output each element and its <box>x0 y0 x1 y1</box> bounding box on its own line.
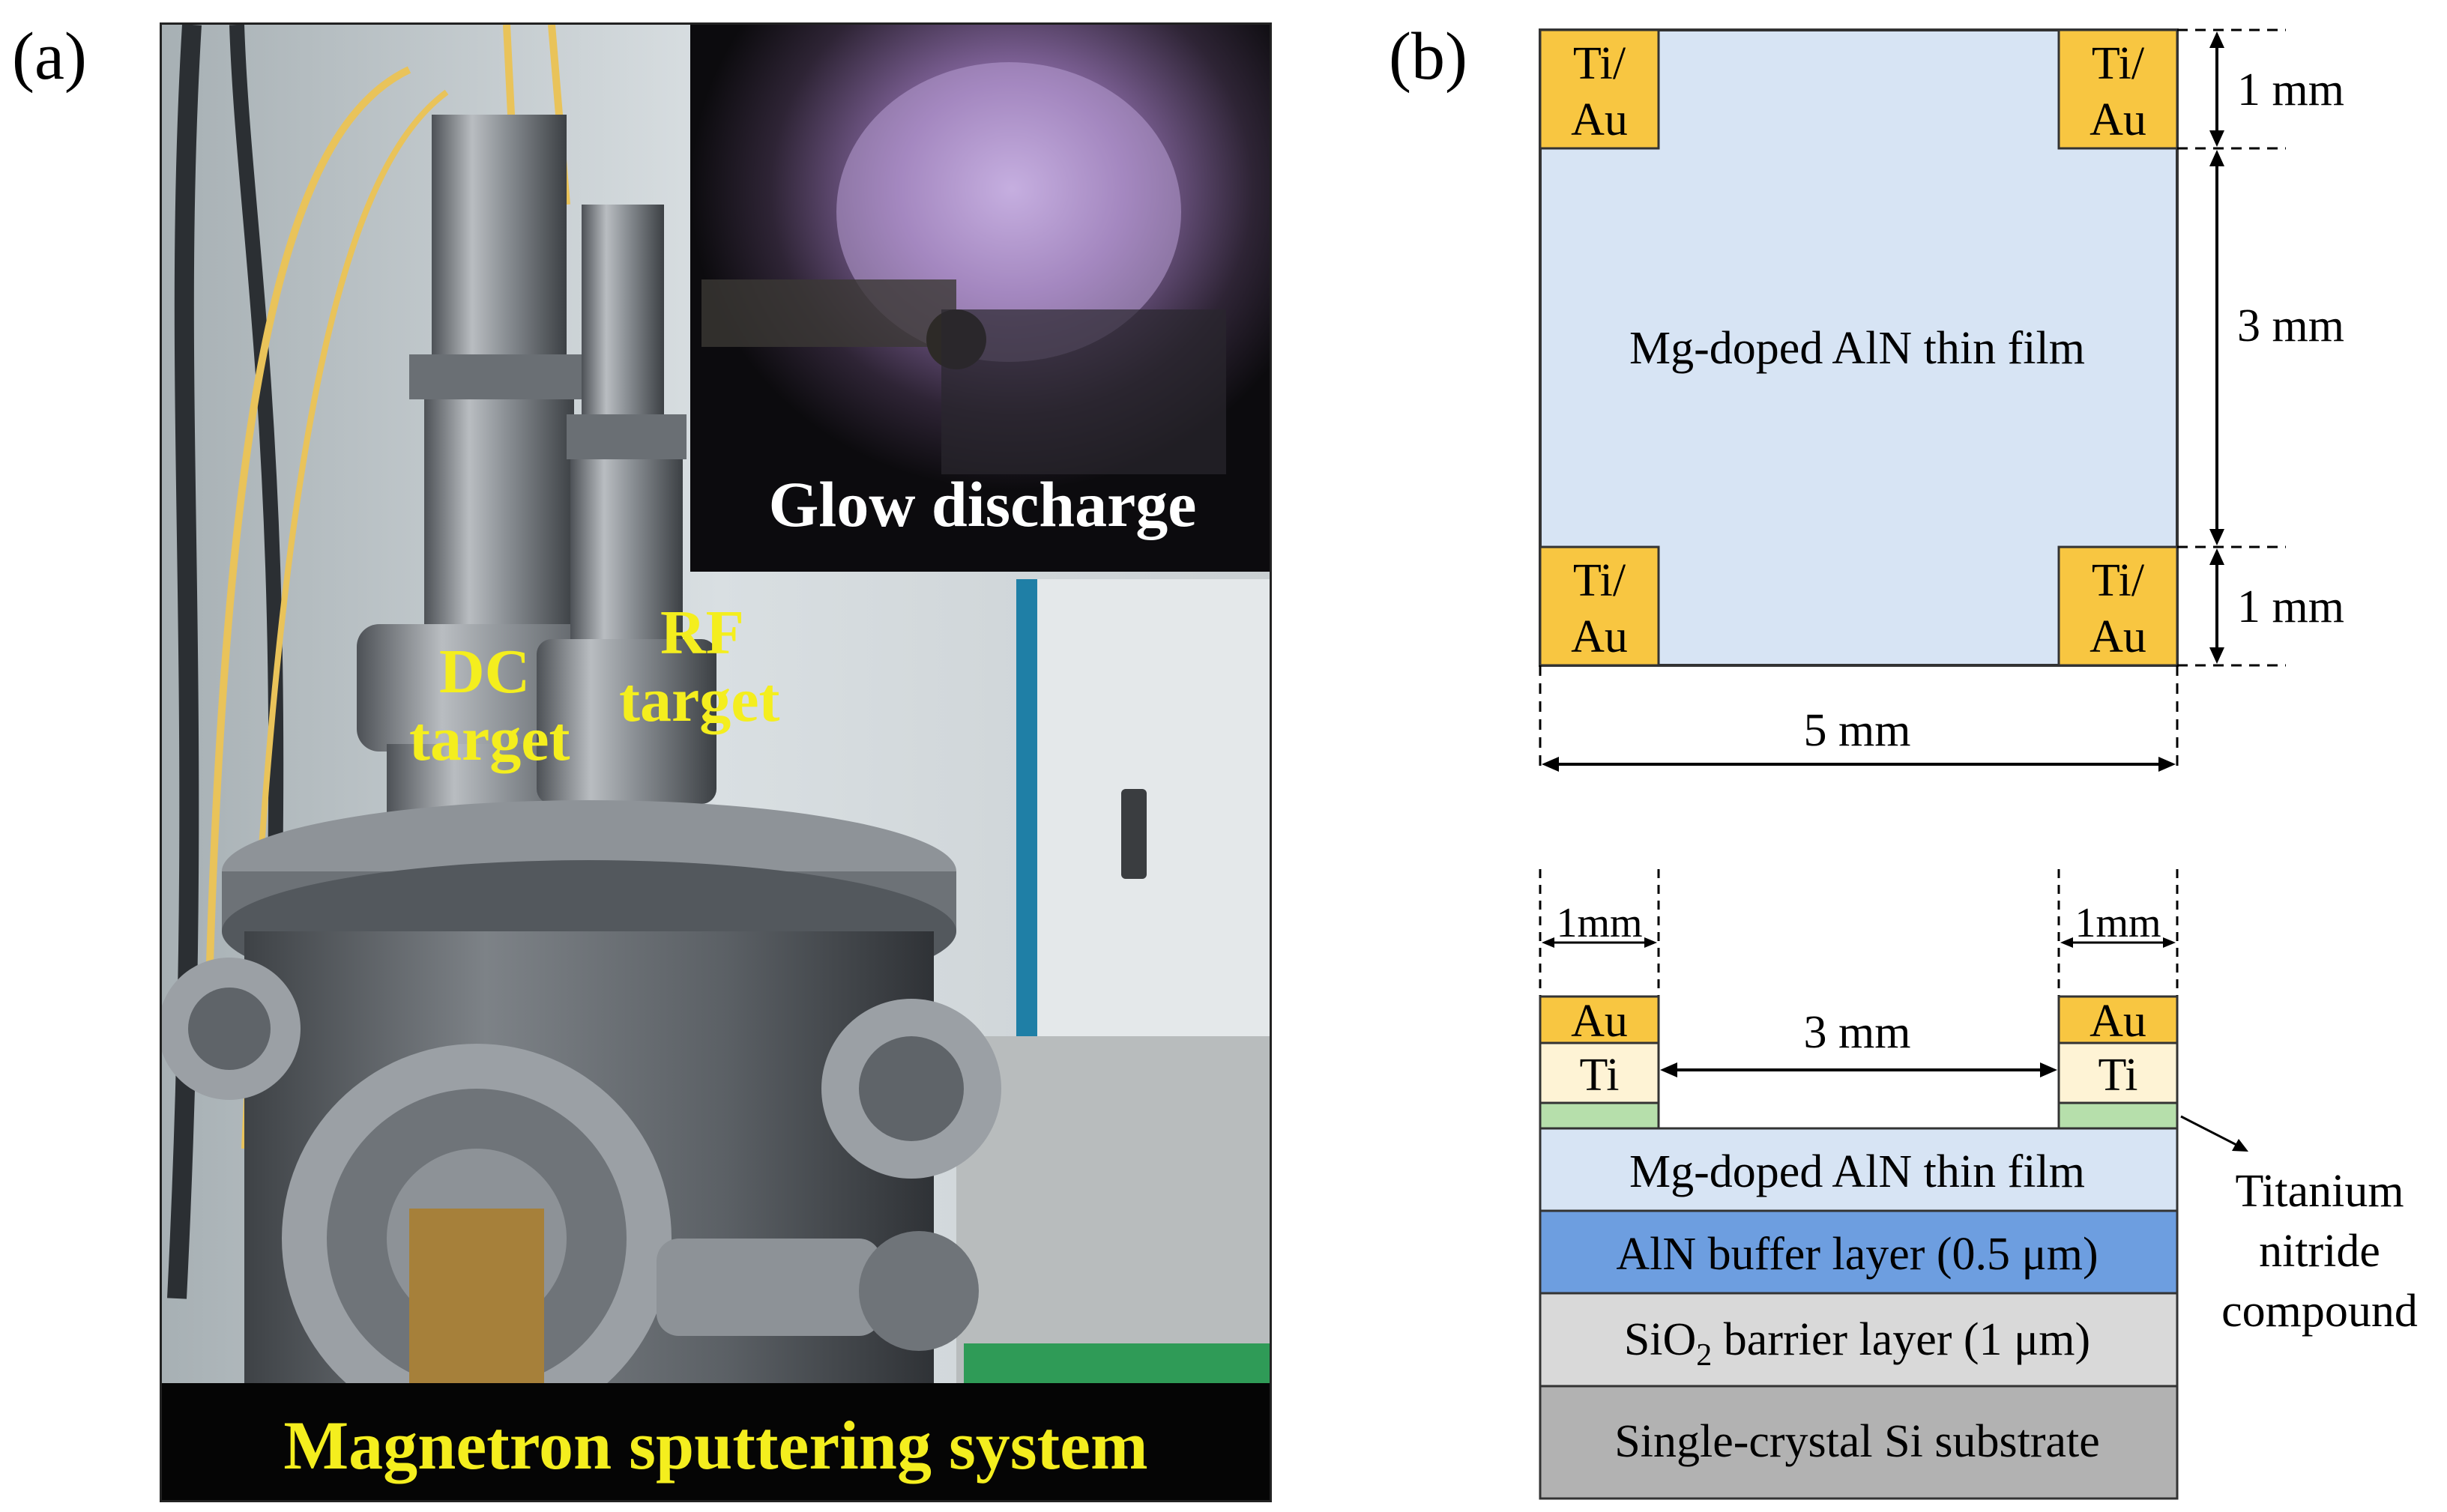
ti-label-right: Ti <box>2098 1050 2138 1101</box>
device-schematic: Ti/ Au Ti/ Au Ti/ Au Ti/ Au Mg-doped AlN… <box>1539 28 2418 1500</box>
dim-bottom-label: 1 mm <box>2237 581 2344 632</box>
pad-tl-label-2: Au <box>1571 94 1628 145</box>
pad-width-right-label: 1mm <box>2075 900 2161 946</box>
rf-target-label-line2: target <box>619 665 780 735</box>
tin-label-line1: Titanium <box>2235 1166 2404 1217</box>
sputtering-system-photo: Glow discharge DC target RF target Magne… <box>160 22 1272 1502</box>
dc-target-label-line2: target <box>409 704 570 774</box>
pad-bottom-left <box>1539 545 1660 667</box>
dim-top-label: 1 mm <box>2237 64 2344 115</box>
layer-sio2-label: SiO2 barrier layer (1 μm) <box>1624 1314 2090 1373</box>
ti-layer-right <box>2057 1041 2179 1104</box>
tin-label-line3: compound <box>2221 1286 2418 1337</box>
rf-target-label-line1: RF <box>660 598 744 668</box>
pad-tl-label-1: Ti/ <box>1573 38 1626 89</box>
tin-layer-right <box>2057 1101 2179 1130</box>
pad-br-label-1: Ti/ <box>2092 555 2145 606</box>
au-label-left: Au <box>1571 996 1628 1047</box>
pad-tr-label-1: Ti/ <box>2092 38 2145 89</box>
sio2-prefix: SiO <box>1624 1314 1696 1365</box>
layer-substrate-label: Single-crystal Si substrate <box>1614 1416 2099 1467</box>
photo-illustration <box>162 25 1270 1500</box>
tin-layer-left <box>1539 1101 1660 1130</box>
pad-top-left <box>1539 28 1660 150</box>
glow-discharge-label: Glow discharge <box>768 468 1197 540</box>
pad-bl-label-1: Ti/ <box>1573 555 1626 606</box>
pad-tr-label-2: Au <box>2090 94 2146 145</box>
layer-film-label: Mg-doped AlN thin film <box>1629 1146 2085 1197</box>
sio2-subscript: 2 <box>1696 1338 1712 1373</box>
pad-top-right <box>2057 28 2179 150</box>
dim-width-label: 5 mm <box>1804 705 1911 756</box>
au-label-right: Au <box>2090 996 2146 1047</box>
ti-layer-left <box>1539 1041 1660 1104</box>
pad-bottom-right <box>2057 545 2179 667</box>
dim-middle-label: 3 mm <box>2237 300 2344 351</box>
panel-b-label: (b) <box>1389 19 1467 94</box>
panel-a-label: (a) <box>12 19 87 94</box>
ti-label-left: Ti <box>1580 1050 1620 1101</box>
caption-text: Magnetron sputtering system <box>283 1407 1148 1484</box>
pad-width-left-label: 1mm <box>1556 900 1642 946</box>
dc-target-label-line1: DC <box>439 637 531 707</box>
layer-substrate <box>1539 1385 2179 1500</box>
gap-label: 3 mm <box>1804 1007 1911 1058</box>
tin-label-line2: nitride <box>2259 1226 2380 1277</box>
layer-sio2 <box>1539 1292 2179 1388</box>
film-label-top: Mg-doped AlN thin film <box>1629 323 2085 374</box>
layer-film <box>1539 1127 2179 1212</box>
au-layer-left <box>1539 995 1660 1044</box>
sio2-suffix: barrier layer (1 μm) <box>1712 1314 2090 1365</box>
pad-bl-label-2: Au <box>1571 611 1628 662</box>
caption-bar: Magnetron sputtering system <box>162 1383 1270 1500</box>
layer-buffer-label: AlN buffer layer (0.5 μm) <box>1616 1229 2098 1280</box>
pad-br-label-2: Au <box>2090 611 2146 662</box>
